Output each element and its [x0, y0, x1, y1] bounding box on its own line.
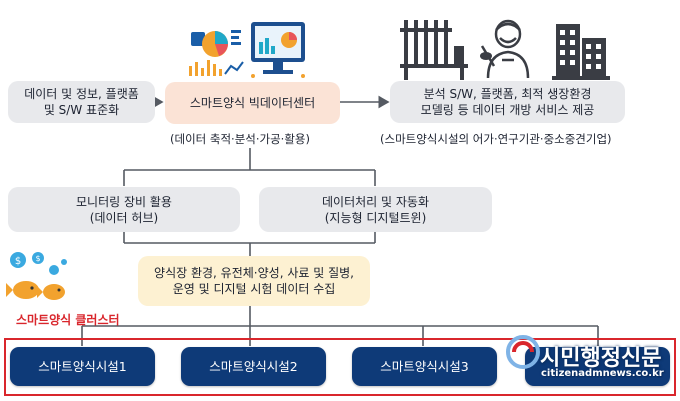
cluster-frame [4, 338, 676, 396]
standardization-box: 데이터 및 정보, 플랫폼 및 S/W 표준화 [8, 81, 155, 123]
data-service-caption: (스마트양식시설의 어가·연구기관·중소중견기업) [380, 132, 612, 146]
data-collection-box: 양식장 환경, 유전체·양성, 사료 및 질병, 운영 및 디지털 시험 데이터… [138, 256, 370, 306]
big-data-monitor-icon [251, 22, 305, 78]
facility-1-box: 스마트양식시설1 [10, 347, 155, 386]
data-analytics-icon [189, 30, 244, 76]
facility-3-box: 스마트양식시설3 [352, 347, 497, 386]
watermark-logo-icon [506, 335, 540, 369]
research-lab-icon [400, 20, 468, 80]
svg-text:$: $ [35, 254, 40, 263]
enterprise-building-icon [552, 24, 610, 80]
watermark-url: citizenadmnews.co.kr [541, 368, 664, 379]
cluster-label: 스마트양식 클러스터 [16, 313, 120, 327]
bigdata-center-box: 스마트양식 빅데이터센터 [165, 82, 340, 124]
watermark-title: 시민행정신문 [540, 346, 662, 371]
fish-coins-icon: $ $ [6, 252, 67, 300]
data-service-box: 분석 S/W, 플랫폼, 최적 생장환경 모델링 등 데이터 개방 서비스 제공 [390, 81, 625, 123]
bigdata-center-caption: (데이터 축적·분석·가공·활용) [170, 132, 310, 146]
svg-text:$: $ [15, 256, 21, 267]
facility-2-box: 스마트양식시설2 [181, 347, 326, 386]
fisher-icon [480, 19, 530, 79]
automation-box: 데이터처리 및 자동화 (지능형 디지털트윈) [259, 187, 492, 232]
monitoring-box: 모니터링 장비 활용 (데이터 허브) [8, 187, 240, 232]
facility-4-box [525, 347, 670, 386]
